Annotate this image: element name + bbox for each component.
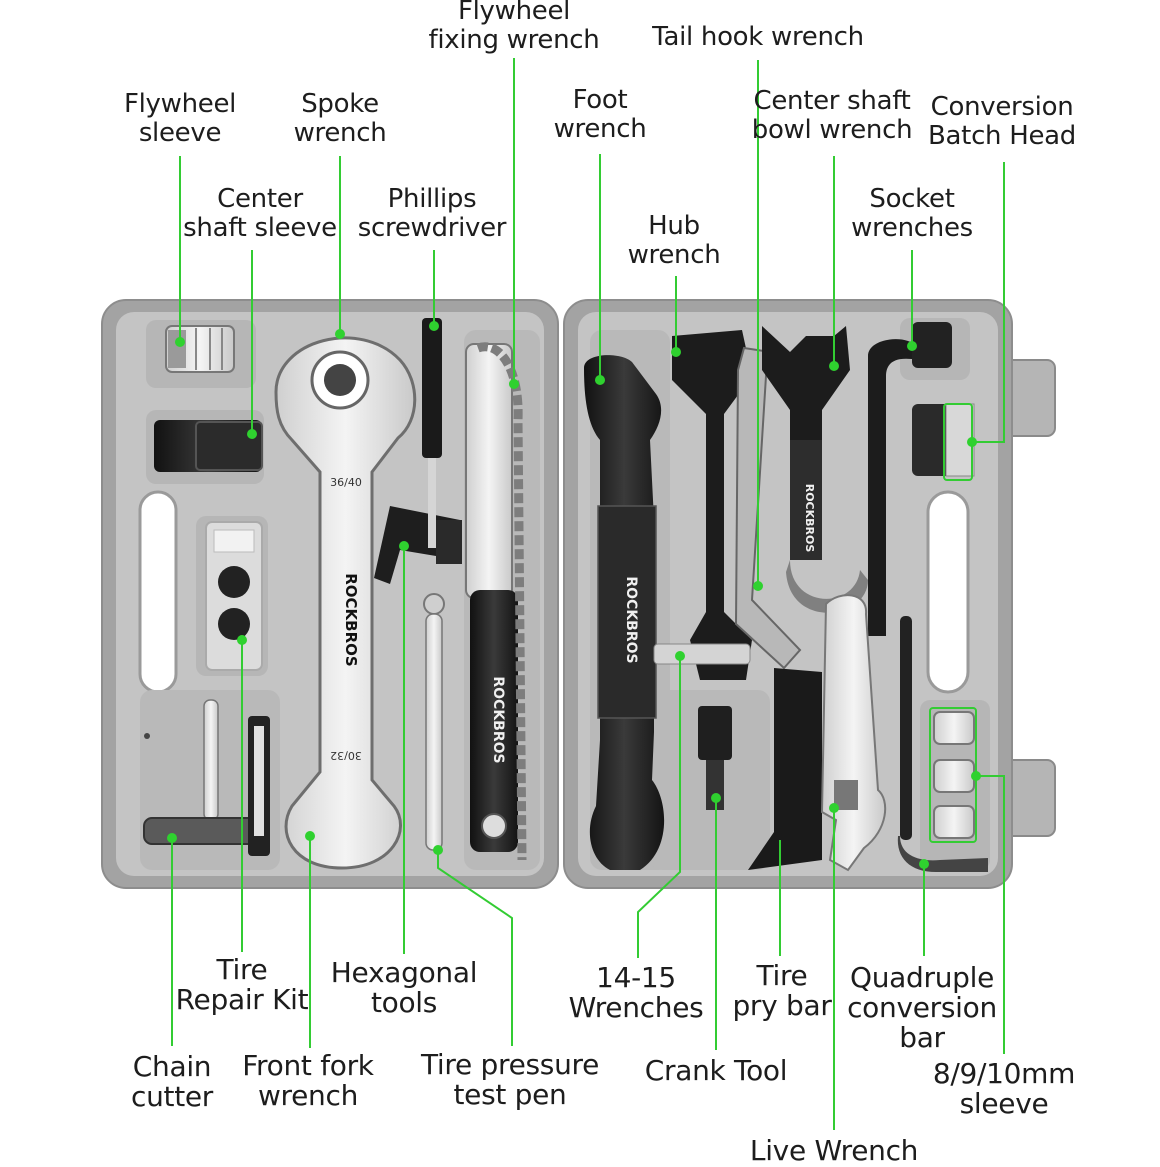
label-line: Repair Kit [175,983,309,1016]
big-wrench-bottom-size: 30/32 [330,749,362,762]
label-line: Hub [648,211,700,241]
label-line: fixing wrench [428,25,600,55]
foot-wrench-brand: ROCKBROS [623,576,639,663]
label-line: test pen [453,1078,567,1111]
label-line: tools [370,986,438,1019]
tire-repair-kit [205,521,263,671]
label-line: Chain [132,1050,212,1083]
label-line: Phillips [387,184,477,214]
label-line: Wrenches [568,991,704,1024]
label-line: Batch Head [928,121,1076,151]
label-tail-hook-wrench: Tail hook wrench [652,23,864,52]
label-line: shaft sleeve [183,213,337,243]
callout-line-14-15-wrenches [637,656,681,958]
label-line: Tire [756,959,808,992]
label-line: Tail hook wrench [652,22,864,52]
label-line: Spoke [301,89,379,119]
flywheel-fixing-wrench-tool: ROCKBROS [465,342,527,861]
label-line: wrench [293,118,387,148]
case-hinge-bottom [1004,759,1056,837]
label-line: screwdriver [357,213,507,243]
label-line: wrench [257,1079,359,1112]
label-line: Hexagonal [330,956,478,989]
callout-lines [171,58,1005,1130]
callout-line-8-9-10mm-sleeve [976,775,1005,1054]
callout-line-tire-pressure-pen [437,850,513,1046]
label-line: wrench [627,240,721,270]
bowl-wrench-brand: ROCKBROS [803,484,816,553]
label-line: cutter [130,1080,214,1113]
label-line: wrenches [851,213,973,243]
label-line: Live Wrench [749,1134,919,1167]
label-line: 14-15 [596,961,676,994]
label-line: sleeve [959,1087,1049,1120]
label-line: Center [217,184,303,214]
label-line: Crank Tool [644,1054,788,1087]
label-line: pry bar [732,989,832,1022]
callout-dots [167,321,981,869]
label-line: Tire [216,953,268,986]
tire-pressure-pen-tool [423,593,445,851]
center-shaft-sleeve-tool [154,420,263,472]
label-live-wrench: Live Wrench [749,1134,919,1167]
label-line: Tire pressure [420,1048,600,1081]
chain-whip-brand: ROCKBROS [490,676,506,763]
live-wrench-tool [820,594,887,872]
case-handle-right [926,490,970,694]
label-line: bar [899,1021,945,1054]
label-line: Conversion [930,92,1074,122]
foot-wrench-tool: ROCKBROS [584,355,665,870]
label-line: Socket [869,184,955,214]
label-line: Foot [572,85,628,115]
hexagonal-tools [374,506,462,584]
case-handle-left [138,490,178,694]
tire-pry-bar-tool [748,668,822,870]
label-line: Flywheel [457,0,571,26]
big-wrench-brand: ROCKBROS [342,573,360,666]
label-line: sleeve [138,118,222,148]
label-line: 8/9/10mm [932,1057,1076,1090]
label-line: Front fork [242,1049,374,1082]
sleeve-8-9-10mm-tool [933,711,975,839]
socket-wrench-tool [868,322,952,636]
front-fork-wrench-tool: 36/40 ROCKBROS 30/32 [274,336,417,870]
flywheel-sleeve-tool [165,325,235,373]
label-crank-tool: Crank Tool [644,1054,788,1087]
label-line: wrench [553,114,647,144]
label-line: Center shaft [753,86,911,116]
label-line: bowl wrench [751,115,913,145]
case-hinge-top [1004,359,1056,437]
label-line: Flywheel [123,89,237,119]
phillips-screwdriver-tool [422,318,442,548]
label-line: Quadruple [849,961,995,994]
callout-line-conversion-batch-head [972,162,1005,443]
label-line: conversion [847,991,997,1024]
big-wrench-top-size: 36/40 [330,476,362,489]
